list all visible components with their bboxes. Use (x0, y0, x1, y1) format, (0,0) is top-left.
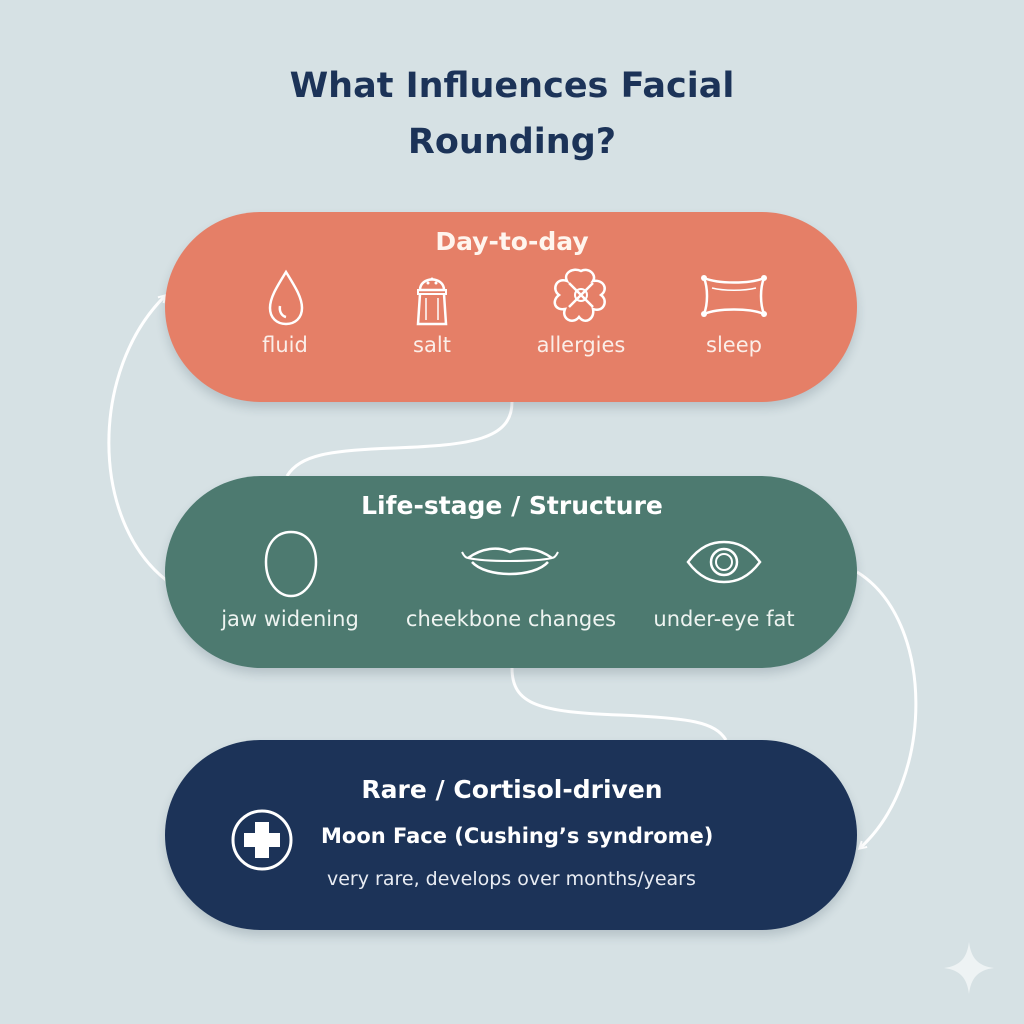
lips-icon (461, 547, 559, 576)
page-title: What Influences Facial Rounding? (289, 66, 735, 162)
sparkle-icon (944, 942, 994, 994)
moon-face-condition: Moon Face (Cushing’s syndrome) (321, 824, 714, 848)
water-drop-icon (268, 269, 304, 326)
pillow-icon (701, 275, 767, 317)
life-stage-heading: Life-stage / Structure (361, 491, 663, 520)
moon-face-note: very rare, develops over months/years (327, 868, 696, 890)
item-label-allergies: allergies (536, 333, 626, 357)
middle-to-bottom-connector (510, 667, 728, 741)
right-flow-arrow (856, 570, 918, 848)
item-label-fluid: fluid (262, 333, 308, 357)
day-to-day-heading: Day-to-day (435, 227, 589, 256)
top-to-middle-connector (285, 401, 514, 477)
item-label-jaw-widening: jaw widening (221, 607, 359, 631)
left-cycle-arrow (107, 296, 166, 580)
rare-heading: Rare / Cortisol-driven (361, 775, 663, 804)
item-label-under-eye-fat: under-eye fat (653, 607, 795, 631)
item-label-salt: salt (413, 333, 451, 357)
rare-group (165, 740, 857, 930)
medical-cross-icon (231, 809, 293, 871)
eye-icon (686, 540, 762, 584)
allergen-flower-icon (553, 268, 606, 322)
face-outline-icon (264, 530, 318, 598)
item-label-sleep: sleep (706, 333, 762, 357)
salt-shaker-icon (416, 277, 448, 326)
item-label-cheekbone-changes: cheekbone changes (405, 607, 617, 631)
life-stage-group (165, 476, 857, 668)
